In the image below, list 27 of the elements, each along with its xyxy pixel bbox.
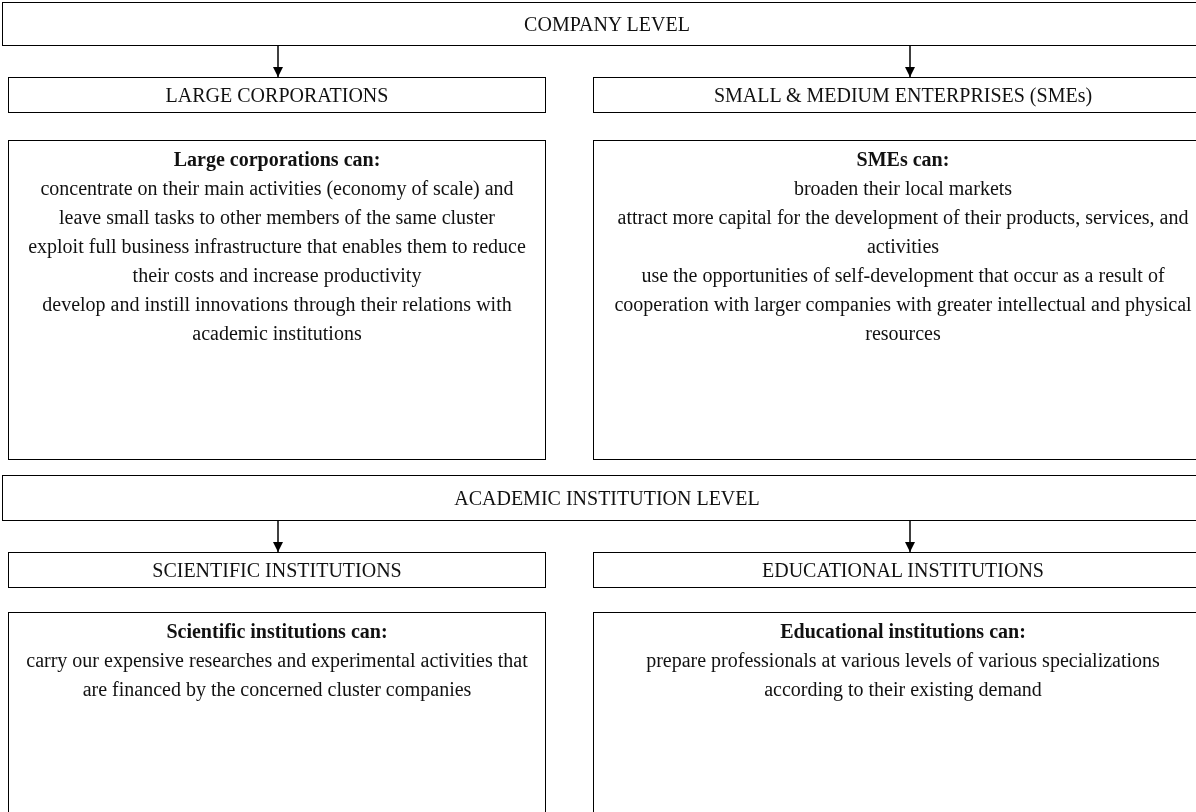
description-heading: Large corporations can: (173, 147, 381, 173)
level-box (593, 77, 1196, 113)
level-box (593, 552, 1196, 588)
box-heading: LARGE CORPORATIONS (165, 83, 389, 107)
description-heading: Scientific institutions can: (166, 619, 388, 644)
level-box (2, 2, 1196, 46)
description-text: develop and instill innovations through their relations with academic institutions (41, 292, 513, 346)
level-box (8, 77, 546, 113)
description-text: prepare professionals at various levels of various specializations according to their existing demand (645, 648, 1161, 703)
level-box (2, 475, 1196, 521)
description-box (8, 140, 546, 460)
box-heading: SCIENTIFIC INSTITUTIONS (152, 558, 402, 582)
arrow (272, 520, 284, 553)
arrow (904, 520, 916, 553)
description-text: carry our expensive researches and experimental activities that are financed by the concerned cluster companies (25, 648, 529, 703)
box-heading: ACADEMIC INSTITUTION LEVEL (454, 486, 760, 510)
box-heading: COMPANY LEVEL (524, 12, 690, 36)
box-heading: SMALL & MEDIUM ENTERPRISES (SMEs) (713, 83, 1093, 107)
box-heading: EDUCATIONAL INSTITUTIONS (762, 558, 1044, 582)
arrow (272, 45, 284, 78)
level-box (8, 552, 546, 588)
description-heading: Educational institutions can: (780, 619, 1026, 644)
description-box (593, 140, 1196, 460)
description-text: use the opportunities of self-development that occur as a result of cooperation with larger companies with greater intellectual and physical resources (613, 263, 1193, 346)
description-text: broaden their local markets (793, 176, 1013, 201)
arrow (904, 45, 916, 78)
description-heading: SMEs can: (856, 147, 950, 172)
